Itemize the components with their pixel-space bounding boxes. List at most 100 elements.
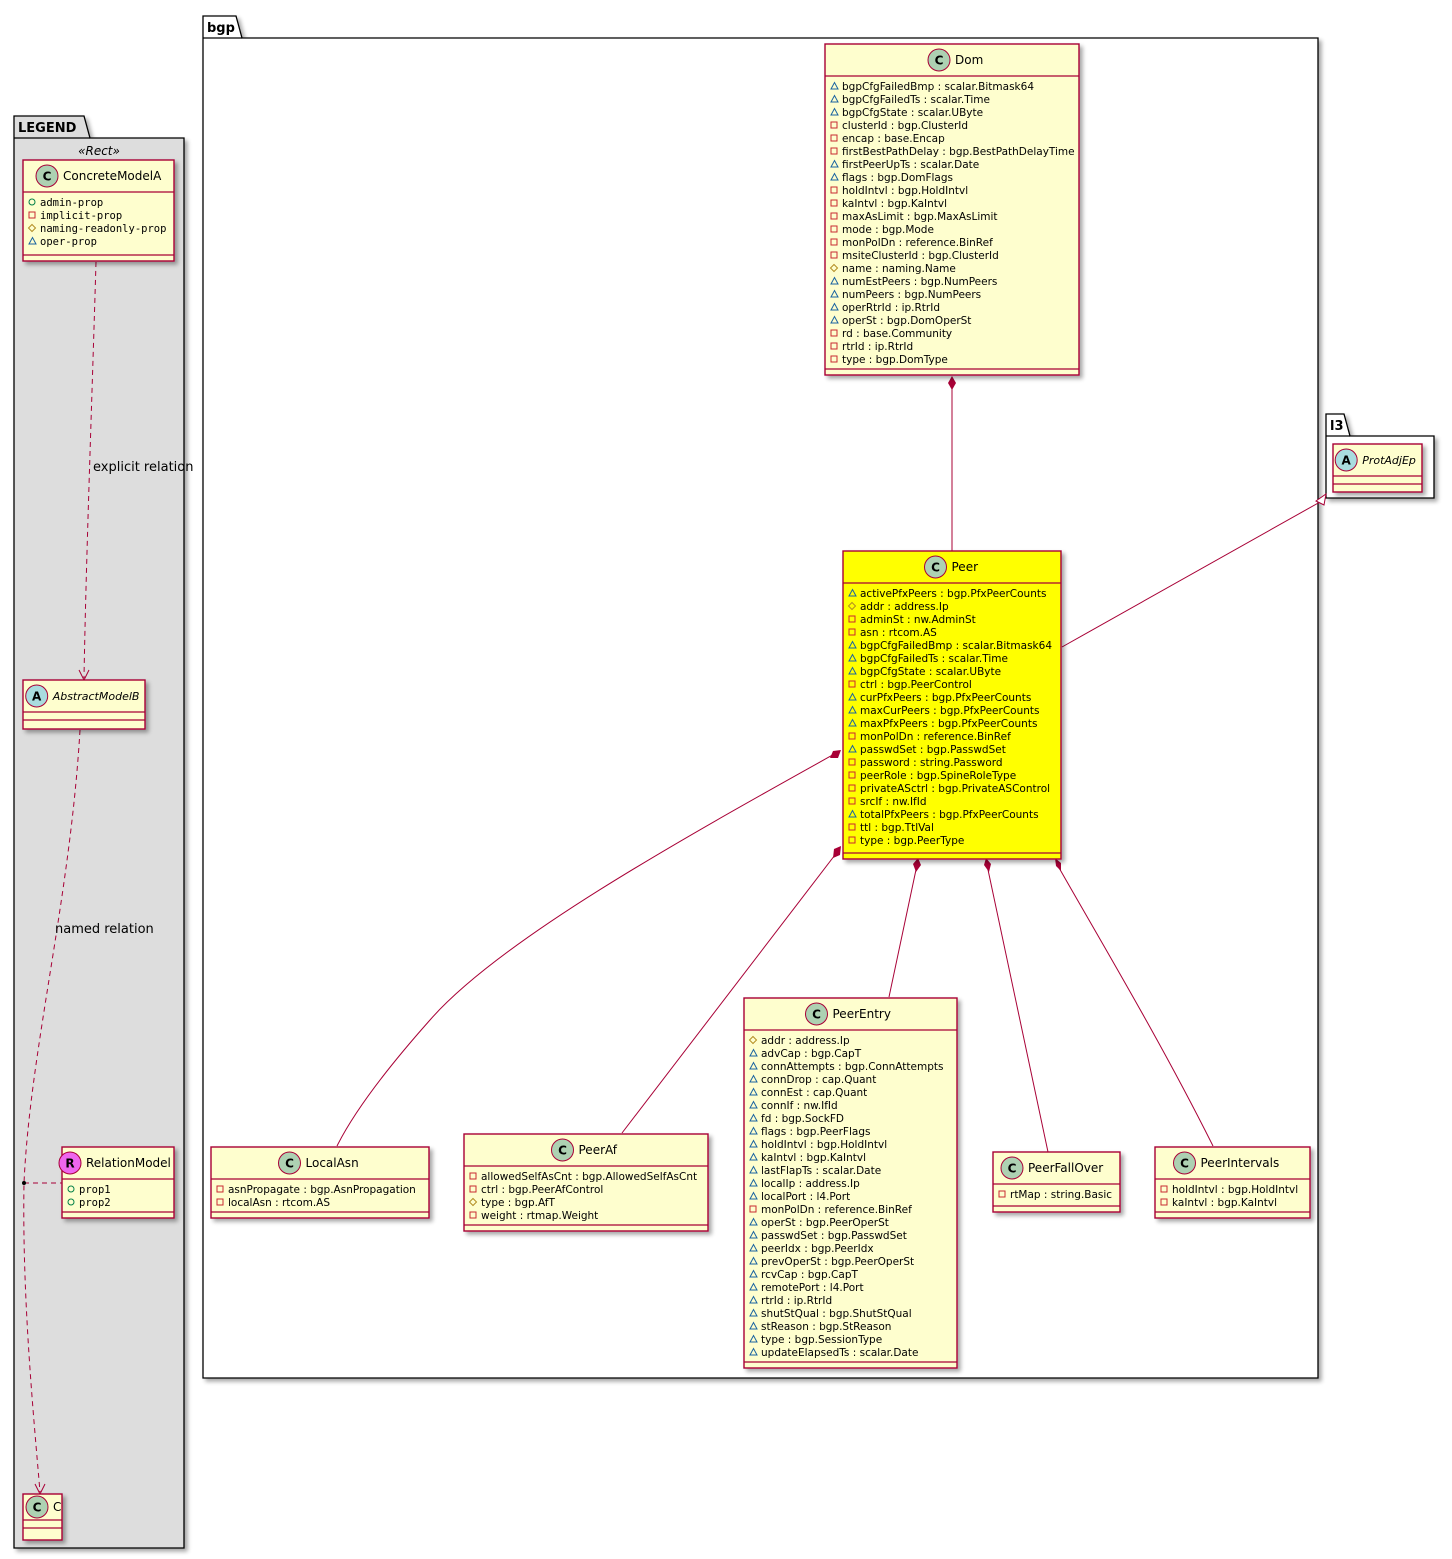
attribute: naming-readonly-prop — [40, 223, 166, 235]
private-visibility-icon — [848, 771, 856, 779]
attribute: privateASctrl : bgp.PrivateASControl — [860, 783, 1050, 795]
package-visibility-icon — [830, 289, 839, 298]
class-name: C — [53, 1500, 61, 1514]
class-name: ConcreteModelA — [63, 169, 162, 183]
package-visibility-icon — [749, 1191, 758, 1200]
package-visibility-icon — [749, 1308, 758, 1317]
attribute: numEstPeers : bgp.NumPeers — [842, 276, 997, 288]
attribute: bgpCfgFailedBmp : scalar.Bitmask64 — [860, 640, 1052, 652]
attribute: totalPfxPeers : bgp.PfxPeerCounts — [860, 809, 1039, 821]
attribute: monPolDn : reference.BinRef — [842, 237, 993, 249]
attribute: bgpCfgFailedTs : scalar.Time — [842, 94, 990, 106]
attribute: type : bgp.AfT — [481, 1197, 556, 1209]
attribute: connAttempts : bgp.ConnAttempts — [761, 1061, 943, 1073]
attribute: localAsn : rtcom.AS — [228, 1197, 330, 1209]
package-visibility-icon — [749, 1256, 758, 1265]
attribute: adminSt : nw.AdminSt — [860, 614, 976, 626]
public-visibility-icon — [67, 1198, 75, 1206]
attribute: passwdSet : bgp.PasswdSet — [860, 744, 1006, 756]
attribute: ttl : bgp.TtlVal — [860, 822, 934, 834]
attribute: rtMap : string.Basic — [1010, 1189, 1112, 1201]
private-visibility-icon — [848, 680, 856, 688]
attribute: numPeers : bgp.NumPeers — [842, 289, 981, 301]
private-visibility-icon — [469, 1211, 477, 1219]
attribute: kaIntvl : bgp.KaIntvl — [1172, 1197, 1277, 1209]
attribute: flags : bgp.PeerFlags — [761, 1126, 870, 1138]
class-icon — [551, 1138, 574, 1162]
package-visibility-icon — [848, 744, 857, 753]
package-visibility-icon — [749, 1334, 758, 1343]
attribute: clusterId : bgp.ClusterId — [842, 120, 968, 132]
attribute: mode : bgp.Mode — [842, 224, 934, 236]
attribute: kaIntvl : bgp.KaIntvl — [842, 198, 947, 210]
relation-junction-dot — [22, 1181, 26, 1185]
attribute: type : bgp.PeerType — [860, 835, 964, 847]
attribute: shutStQual : bgp.ShutStQual — [761, 1308, 912, 1320]
package-visibility-icon — [749, 1139, 758, 1148]
attribute: admin-prop — [40, 197, 103, 209]
package-visibility-icon — [749, 1087, 758, 1096]
class-icon — [1000, 1156, 1024, 1180]
edges: explicit relation named relation — [22, 261, 1327, 1496]
explicit-relation-label: explicit relation — [93, 460, 193, 475]
class-boxes: C ConcreteModelA admin-propimplicit-propna… — [22, 43, 1423, 1541]
private-visibility-icon — [469, 1172, 477, 1180]
attribute: rd : base.Community — [842, 328, 952, 340]
class-name: RelationModel — [86, 1156, 171, 1170]
class-name: ProtAdjEp — [1362, 454, 1416, 467]
attribute: implicit-prop — [40, 210, 122, 222]
package-visibility-icon — [848, 809, 857, 818]
attribute: prop2 — [79, 1197, 111, 1209]
package-visibility-icon — [749, 1347, 758, 1356]
bgp-package-name: bgp — [207, 21, 235, 36]
attribute: asn : rtcom.AS — [860, 627, 937, 639]
package-visibility-icon — [749, 1100, 758, 1109]
private-visibility-icon — [830, 355, 838, 363]
package-visibility-icon — [830, 302, 839, 311]
package-visibility-icon — [848, 653, 857, 662]
attribute: connEst : cap.Quant — [761, 1087, 867, 1099]
package-visibility-icon — [830, 94, 839, 103]
private-visibility-icon — [848, 732, 856, 740]
private-visibility-icon — [830, 251, 838, 259]
class-name: LocalAsn — [306, 1156, 359, 1170]
peer-peerfallover-edge — [986, 864, 1049, 1153]
peer-peerentry-edge — [888, 864, 918, 998]
attribute: updateElapsedTs : scalar.Date — [761, 1347, 918, 1359]
attribute: holdIntvl : bgp.HoldIntvl — [1172, 1184, 1298, 1196]
attribute: encap : base.Encap — [842, 133, 945, 145]
attribute: rtrId : ip.RtrId — [761, 1295, 832, 1307]
protected-visibility-icon — [847, 601, 857, 611]
private-visibility-icon — [830, 329, 838, 337]
attribute: peerIdx : bgp.PeerIdx — [761, 1243, 874, 1255]
attribute: remotePort : l4.Port — [761, 1282, 864, 1294]
peer-localasn-edge — [336, 751, 839, 1147]
class-icon — [1173, 1151, 1196, 1175]
relation-class-icon — [58, 1151, 82, 1175]
attribute: rtrId : ip.RtrId — [842, 341, 913, 353]
attribute: activePfxPeers : bgp.PfxPeerCounts — [860, 588, 1046, 600]
attribute: connIf : nw.IfId — [761, 1100, 838, 1112]
attribute: msiteClusterId : bgp.ClusterId — [842, 250, 999, 262]
legend-package: LEGEND «Rect» — [13, 115, 185, 1549]
peer-peerintervals-diamond — [1055, 858, 1061, 871]
private-visibility-icon — [216, 1198, 224, 1206]
class-kind-letter: C — [931, 561, 940, 575]
package-visibility-icon — [848, 588, 857, 597]
attribute: asnPropagate : bgp.AsnPropagation — [228, 1184, 416, 1196]
legend-stereotype: «Rect» — [78, 144, 120, 158]
protected-visibility-icon — [468, 1197, 478, 1207]
private-visibility-icon — [1160, 1198, 1168, 1206]
peer-protadjep-arrowhead — [1315, 492, 1327, 506]
attribute: fd : bgp.SockFD — [761, 1113, 844, 1125]
l3-package-name: l3 — [1330, 419, 1344, 434]
package-visibility-icon — [749, 1282, 758, 1291]
attribute: rcvCap : bgp.CapT — [761, 1269, 858, 1281]
attribute: type : bgp.SessionType — [761, 1334, 882, 1346]
attribute: prevOperSt : bgp.PeerOperSt — [761, 1256, 914, 1268]
